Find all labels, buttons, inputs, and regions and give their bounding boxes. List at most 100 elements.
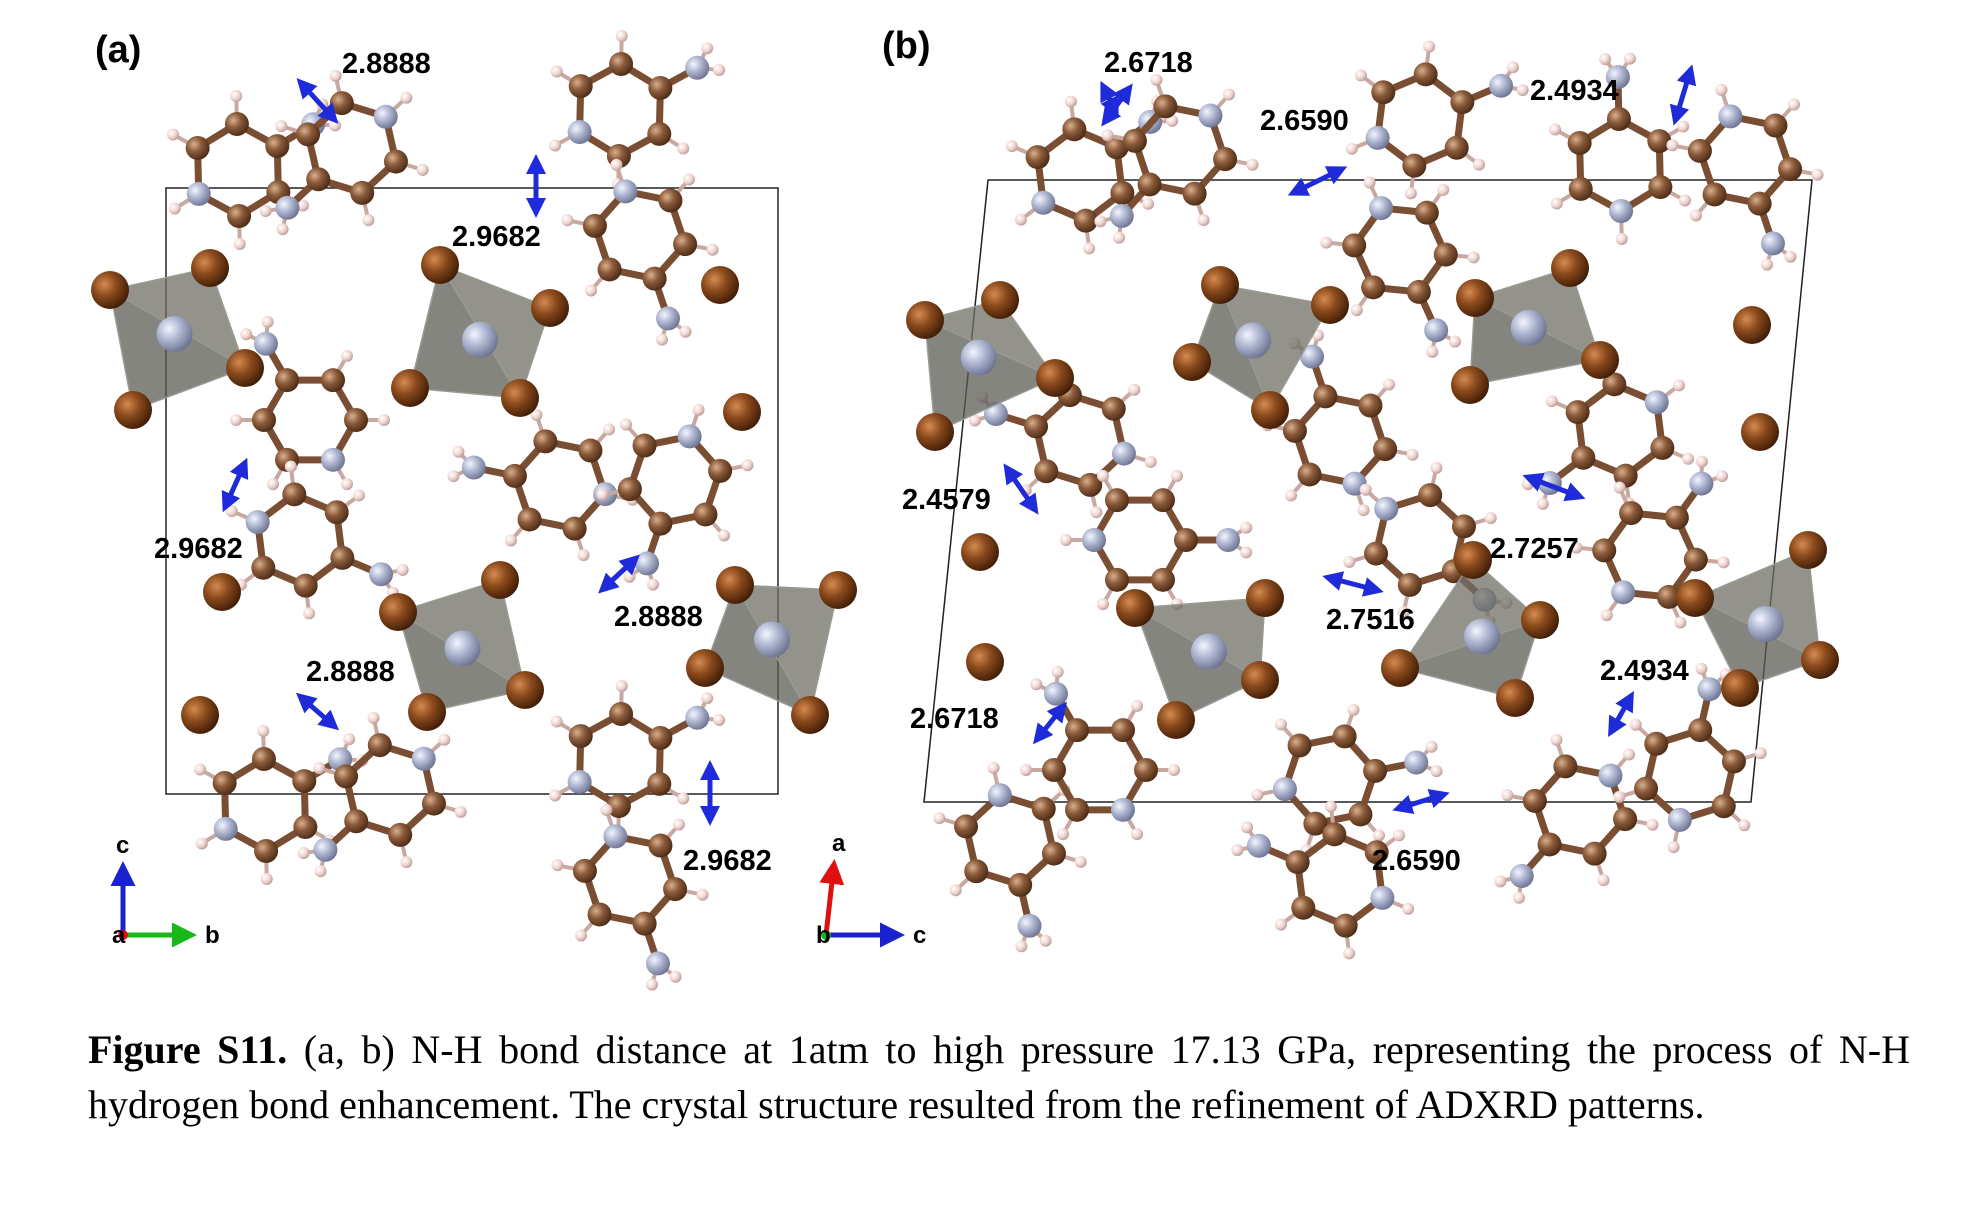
hydrogen-atom bbox=[1811, 168, 1824, 181]
hydrogen-atom bbox=[416, 163, 429, 176]
hydrogen-atom bbox=[1516, 84, 1529, 97]
hbond-arrow bbox=[1669, 64, 1697, 126]
hydrogen-atom bbox=[696, 888, 709, 901]
nitrogen-atom bbox=[1718, 104, 1743, 129]
hydrogen-atom bbox=[1423, 40, 1436, 53]
hydrogen-atom bbox=[1324, 800, 1337, 813]
carbon-atom bbox=[648, 833, 673, 858]
hydrogen-atom bbox=[596, 488, 609, 501]
carbon-atom bbox=[502, 463, 527, 488]
hydrogen-atom bbox=[530, 408, 543, 421]
hbond-arrow bbox=[1322, 571, 1384, 597]
hydrogen-atom bbox=[1166, 114, 1179, 127]
carbon-atom bbox=[1567, 130, 1592, 155]
hbond-arrow bbox=[1608, 691, 1634, 737]
distance-label: 2.9682 bbox=[154, 533, 243, 565]
carbon-atom bbox=[1613, 807, 1638, 832]
hbond-arrow bbox=[296, 78, 339, 124]
axis-a-arrow bbox=[819, 859, 845, 936]
hydrogen-atom bbox=[1674, 616, 1687, 629]
carbon-atom bbox=[292, 769, 317, 794]
carbon-atom bbox=[568, 74, 593, 99]
hydrogen-atom bbox=[741, 459, 754, 472]
hydrogen-atom bbox=[585, 284, 598, 297]
carbon-atom bbox=[1078, 472, 1103, 497]
bromine-atom bbox=[966, 643, 1004, 681]
carbon-atom bbox=[648, 511, 673, 536]
axis-triad-b: a c b bbox=[816, 830, 926, 949]
hydrogen-atom bbox=[1060, 534, 1072, 546]
carbon-atom bbox=[321, 368, 345, 393]
hydrogen-atom bbox=[1473, 158, 1486, 171]
nitrogen-atom bbox=[613, 179, 638, 204]
carbon-atom bbox=[1571, 445, 1596, 470]
distance-label: 2.6718 bbox=[910, 703, 999, 735]
carbon-atom bbox=[1582, 841, 1607, 866]
carbon-atom bbox=[324, 500, 349, 525]
bromine-atom bbox=[1454, 541, 1492, 579]
carbon-atom bbox=[1025, 145, 1050, 170]
carbon-atom bbox=[1182, 181, 1207, 206]
carbon-atom bbox=[964, 859, 989, 884]
hydrogen-atom bbox=[1549, 123, 1562, 136]
hydrogen-atom bbox=[1150, 73, 1163, 86]
hydrogen-atom bbox=[600, 803, 613, 816]
hydrogen-atom bbox=[1738, 819, 1751, 832]
nitrogen-atom bbox=[655, 306, 680, 331]
hydrogen-atom bbox=[1690, 209, 1703, 222]
carbon-atom bbox=[1721, 749, 1746, 774]
carbon-atom bbox=[224, 112, 249, 137]
hydrogen-atom bbox=[257, 725, 270, 738]
carbon-atom bbox=[1364, 840, 1389, 865]
carbon-atom bbox=[1287, 733, 1312, 758]
nitrogen-atom bbox=[1082, 528, 1106, 552]
carbon-atom bbox=[1711, 794, 1736, 819]
hydrogen-atom bbox=[1393, 829, 1406, 842]
hydrogen-atom bbox=[367, 711, 380, 724]
carbon-atom bbox=[1373, 437, 1398, 462]
hydrogen-atom bbox=[717, 529, 730, 542]
hydrogen-atom bbox=[550, 65, 563, 78]
hydrogen-atom bbox=[1144, 455, 1157, 468]
bromine-atom bbox=[91, 271, 129, 309]
carbon-atom bbox=[1364, 541, 1389, 566]
hydrogen-atom bbox=[303, 607, 316, 620]
hydrogen-atom bbox=[1064, 95, 1077, 108]
carbon-atom bbox=[1137, 172, 1162, 197]
carbon-atom bbox=[1285, 850, 1310, 875]
carbon-atom bbox=[1747, 191, 1772, 216]
axis-b-origin bbox=[821, 930, 831, 940]
hydrogen-atom bbox=[1231, 844, 1244, 857]
hydrogen-atom bbox=[647, 578, 660, 591]
carbon-atom bbox=[1105, 488, 1129, 513]
nitrogen-atom bbox=[373, 104, 398, 129]
hydrogen-atom bbox=[284, 460, 297, 473]
bromine-atom bbox=[481, 561, 519, 599]
nitrogen-atom bbox=[1509, 863, 1534, 888]
hbond-arrow bbox=[1392, 788, 1450, 815]
hydrogen-atom bbox=[679, 325, 692, 338]
bromine-atom bbox=[1241, 661, 1279, 699]
carbon-atom bbox=[1062, 117, 1087, 142]
bromine-atom bbox=[1157, 701, 1195, 739]
bromine-atom bbox=[1246, 579, 1284, 617]
hydrogen-atom bbox=[1402, 902, 1415, 915]
hydrogen-atom bbox=[1359, 483, 1372, 496]
hbond-arrow bbox=[598, 554, 640, 594]
hydrogen-atom bbox=[1097, 598, 1109, 611]
carbon-atom bbox=[1361, 275, 1386, 300]
hydrogen-atom bbox=[1695, 455, 1708, 468]
bromine-atom bbox=[1381, 649, 1419, 687]
carbon-atom bbox=[1413, 62, 1438, 87]
carbon-atom bbox=[329, 91, 354, 116]
hbond-arrow bbox=[1522, 472, 1586, 502]
figure-caption: Figure S11. (a, b) N-H bond distance at … bbox=[88, 1022, 1910, 1132]
hydrogen-atom bbox=[400, 856, 413, 869]
hbond-arrow bbox=[1101, 83, 1133, 127]
carbon-atom bbox=[344, 809, 369, 834]
hydrogen-atom bbox=[276, 223, 289, 236]
hydrogen-atom bbox=[1501, 789, 1514, 802]
nitrogen-atom bbox=[1272, 777, 1297, 802]
carbon-atom bbox=[597, 257, 622, 282]
carbon-atom bbox=[1073, 208, 1098, 233]
